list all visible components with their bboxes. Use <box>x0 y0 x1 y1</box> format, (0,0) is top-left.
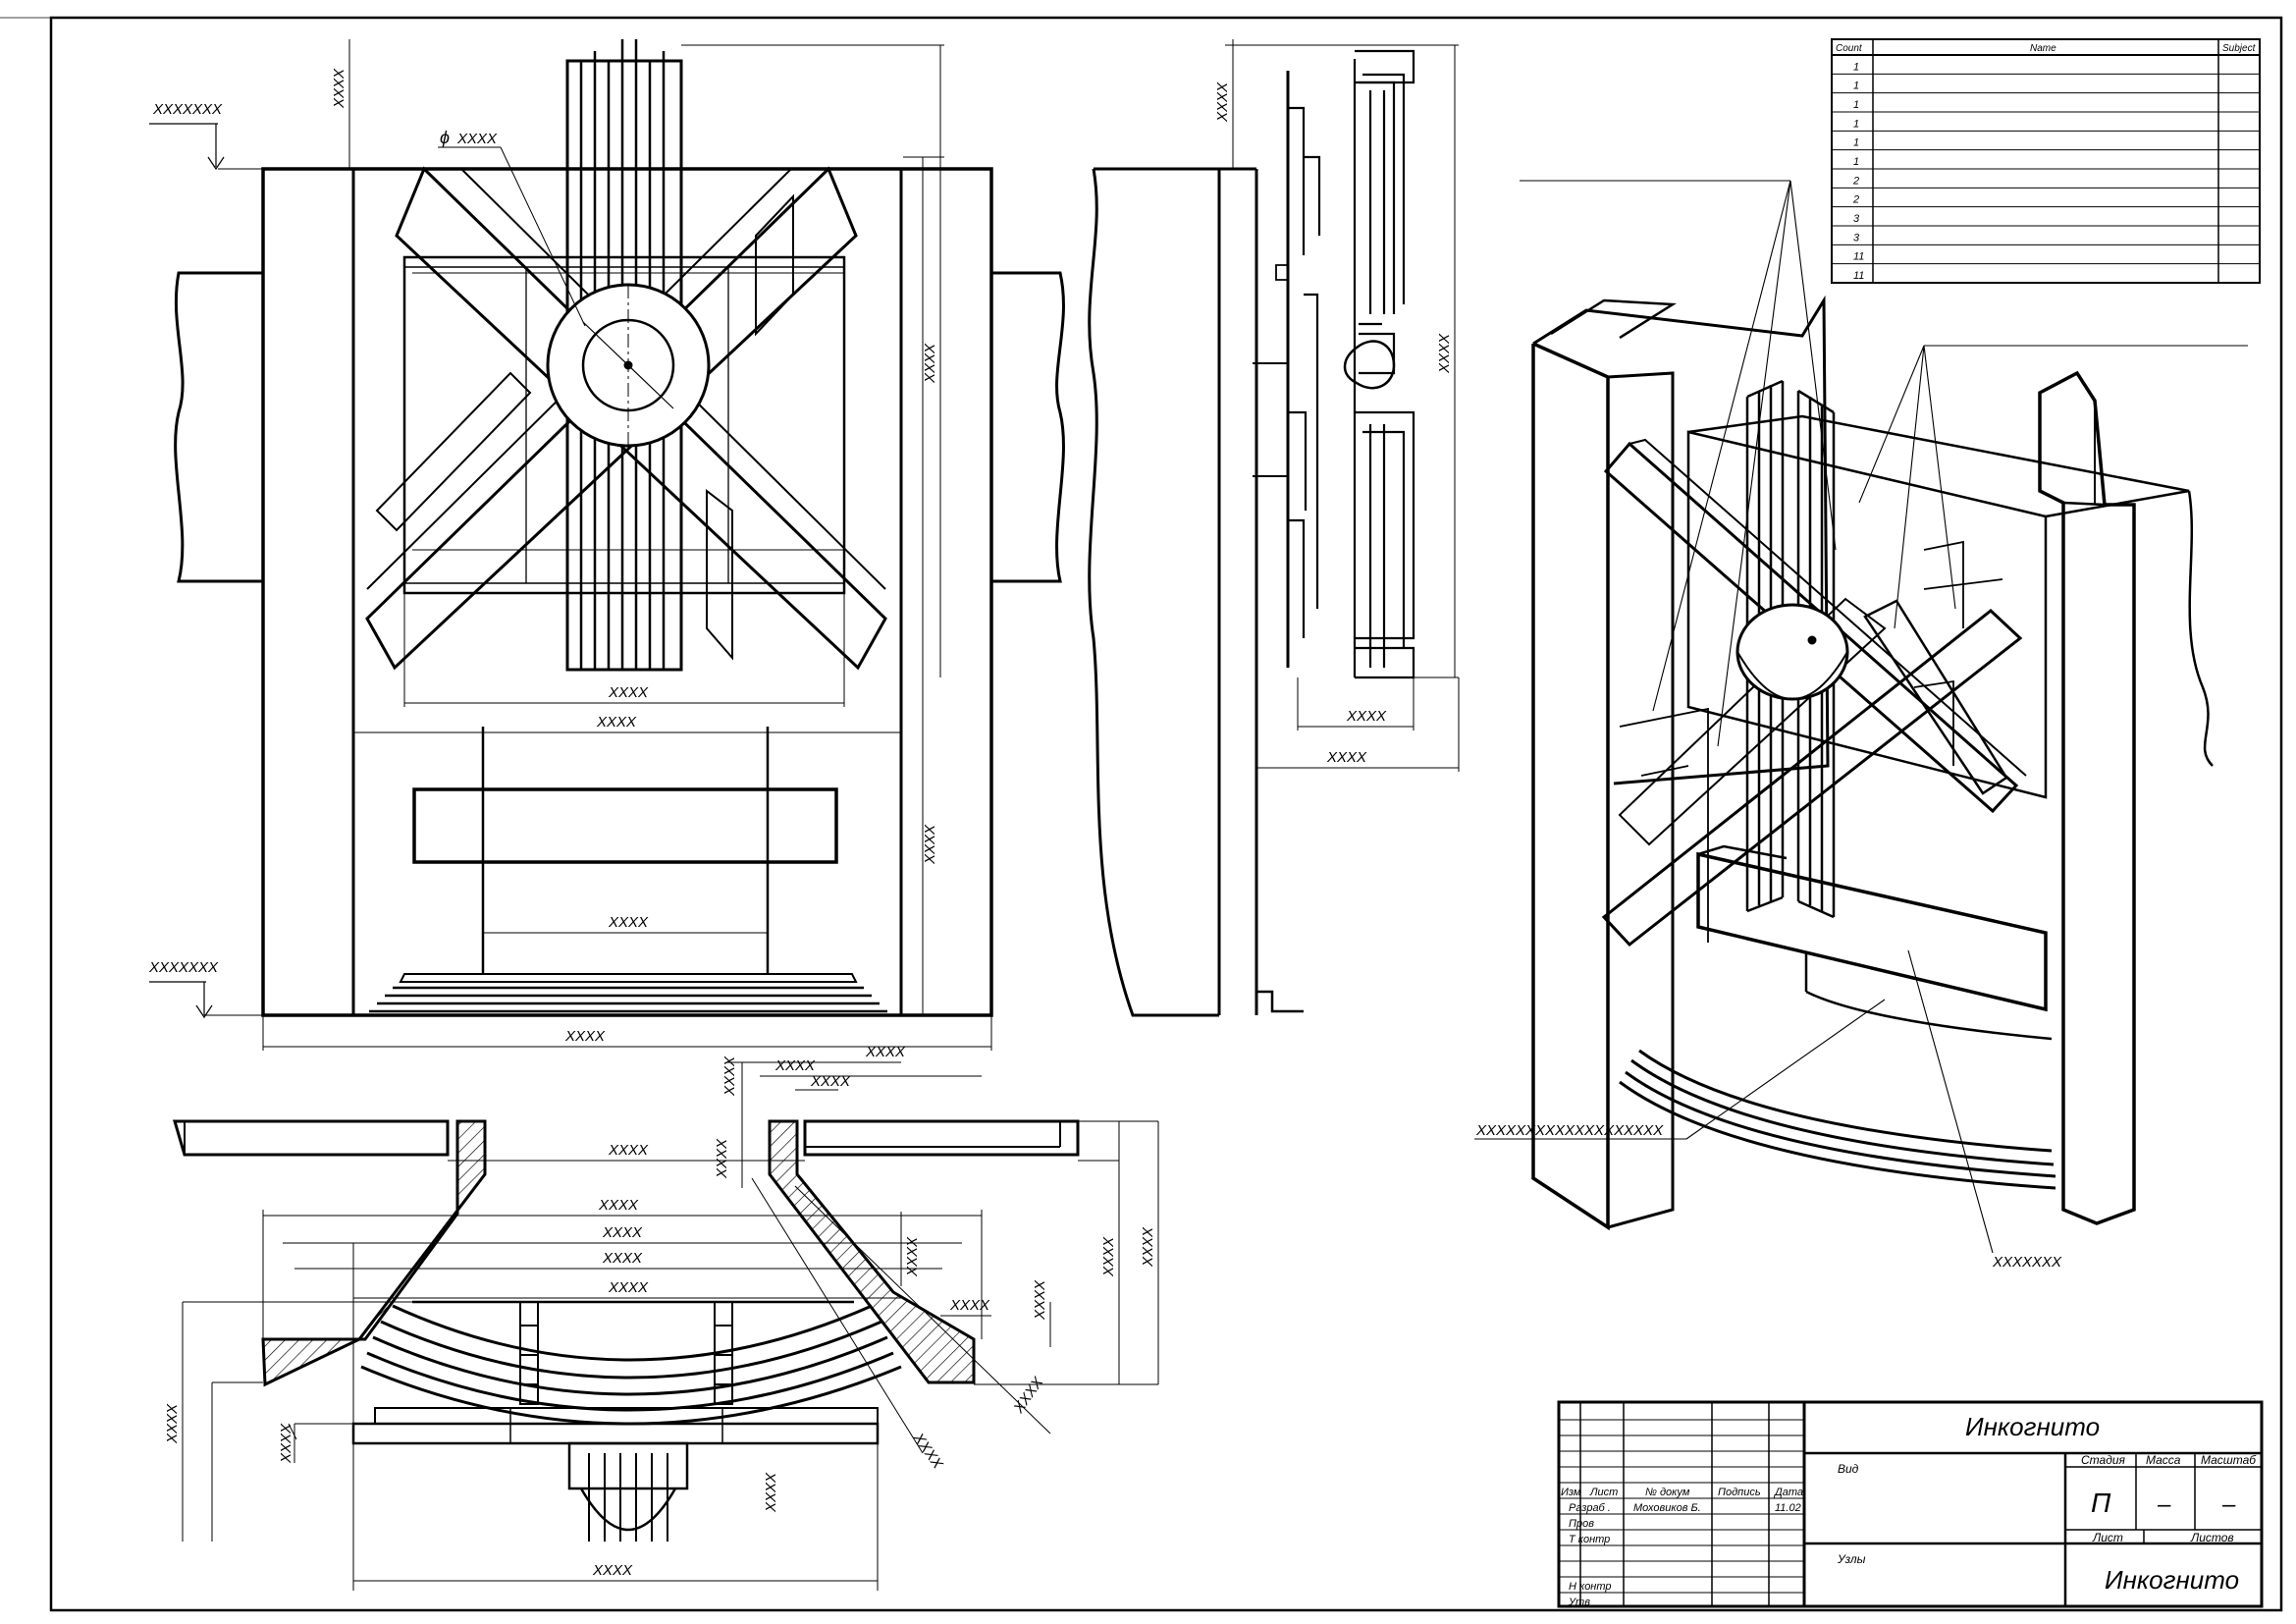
role-checker: Пров <box>1569 1518 1594 1530</box>
spec-row-count: 1 <box>1853 61 1859 73</box>
dim-section-diag-a: XXXX <box>909 1430 946 1473</box>
spec-row-count: 2 <box>1852 175 1859 187</box>
stage-value: П <box>2091 1488 2111 1518</box>
developer-name: Моховиков Б. <box>1633 1502 1701 1514</box>
company-name: Инкогнито <box>2105 1565 2239 1595</box>
scale-value: – <box>2221 1491 2236 1518</box>
dim-section-mid-v: XXXX <box>714 1138 730 1179</box>
col-date: Дата <box>1773 1487 1803 1498</box>
spec-row-count: 1 <box>1853 99 1859 111</box>
dim-post-span: XXXX <box>608 914 649 931</box>
sheets-label: Листов <box>2190 1531 2234 1544</box>
scale-label: Масштаб <box>2201 1453 2257 1467</box>
spec-header-name: Name <box>2030 43 2056 54</box>
level-mark-top: XXXXXXX <box>152 101 223 118</box>
dim-section-w2: XXXX <box>602 1224 643 1241</box>
dim-inner-width: XXXX <box>608 684 649 701</box>
role-approver: Утв <box>1568 1597 1590 1608</box>
sheet-frame <box>49 16 2283 1612</box>
dim-section-diag-b: XXXX <box>1010 1374 1047 1417</box>
dim-section-top-a: XXXX <box>865 1044 906 1060</box>
spec-row-count: 3 <box>1853 232 1860 244</box>
dim-front-height-a: XXXX <box>922 343 938 384</box>
sheet-label: Лист <box>2092 1531 2123 1544</box>
dimension-labels: XXXXXXX XXXXXXX ϕ XXXX XXXX XXXX XXXX XX… <box>148 68 2062 1579</box>
spec-row-count: 3 <box>1853 213 1860 225</box>
stage-label: Стадия <box>2081 1453 2126 1467</box>
document-title: Инкогнито <box>1965 1412 2100 1441</box>
mass-value: – <box>2157 1491 2171 1518</box>
dim-side-height: XXXX <box>1436 333 1453 374</box>
dim-section-left-v: XXXX <box>721 1056 738 1097</box>
front-view <box>149 39 1065 1051</box>
col-sign: Подпись <box>1718 1487 1761 1498</box>
mass-label: Масса <box>2146 1453 2181 1467</box>
dim-section-left-h2: XXXX <box>278 1423 294 1464</box>
role-norm-control: Н контр <box>1569 1581 1612 1593</box>
nodes-label: Узлы <box>1837 1552 1866 1566</box>
spec-header-subject: Subject <box>2222 43 2257 54</box>
col-izm: Изм <box>1561 1487 1581 1498</box>
dim-section-right-b: XXXX <box>1140 1226 1156 1268</box>
dim-section-top-b: XXXX <box>774 1057 816 1074</box>
spec-row-count: 1 <box>1853 156 1859 168</box>
dim-section-right-a: XXXX <box>1100 1236 1117 1277</box>
dim-section-hub: XXXX <box>763 1472 779 1513</box>
dim-column-span: XXXX <box>596 714 637 731</box>
dim-overall-width: XXXX <box>564 1028 606 1045</box>
dim-section-left-h: XXXX <box>164 1403 181 1444</box>
dim-side-top: XXXX <box>1214 81 1231 123</box>
level-mark-bottom: XXXXXXX <box>148 959 219 976</box>
side-view <box>1088 39 1460 1017</box>
dim-front-height-top: XXXX <box>331 68 347 109</box>
spec-header-count: Count <box>1836 43 1863 54</box>
role-developer: Разраб . <box>1569 1502 1611 1514</box>
dim-section-right-d: XXXX <box>949 1297 990 1314</box>
spec-row-count: 1 <box>1853 81 1859 92</box>
dim-front-height-b: XXXX <box>922 824 938 865</box>
dim-section-top-c: XXXX <box>810 1073 851 1090</box>
role-tech-control: Т контр <box>1569 1534 1610 1545</box>
dim-section-gap: XXXX <box>608 1142 649 1159</box>
dim-hub-diameter: XXXX <box>456 131 498 147</box>
spec-row-count: 1 <box>1853 137 1859 149</box>
col-list: Лист <box>1589 1487 1618 1498</box>
title-block-text: Инкогнито Инкогнито Изм Лист № докум Под… <box>1561 1412 2257 1608</box>
view-label: Вид <box>1838 1462 1859 1476</box>
dim-side-depth-a: XXXX <box>1346 708 1387 725</box>
isometric-view <box>1474 180 2248 1254</box>
spec-row-count: 11 <box>1853 270 1864 282</box>
section-view <box>172 1061 1159 1591</box>
dim-section-w4: XXXX <box>608 1279 649 1296</box>
title-block <box>1557 1400 2264 1608</box>
spec-table <box>1831 38 2261 284</box>
spec-row-count: 11 <box>1853 251 1864 263</box>
dim-section-bottom: XXXX <box>592 1562 633 1579</box>
spec-row-count: 2 <box>1852 194 1859 206</box>
col-doc-no: № докум <box>1645 1487 1690 1498</box>
diameter-symbol: ϕ <box>440 128 450 147</box>
dim-section-w1: XXXX <box>598 1197 639 1214</box>
date-value: 11.02 <box>1775 1502 1801 1514</box>
spec-row-count: 1 <box>1853 118 1859 130</box>
dim-iso-callout-long: XXXXXXXXXXXXXXXXXXX <box>1475 1122 1664 1139</box>
dim-section-right-c: XXXX <box>1032 1279 1048 1321</box>
dim-iso-callout-short: XXXXXXX <box>1992 1254 2062 1271</box>
dim-side-depth-b: XXXX <box>1326 749 1367 766</box>
dim-section-incline: XXXX <box>904 1236 921 1277</box>
dim-section-w3: XXXX <box>602 1250 643 1267</box>
